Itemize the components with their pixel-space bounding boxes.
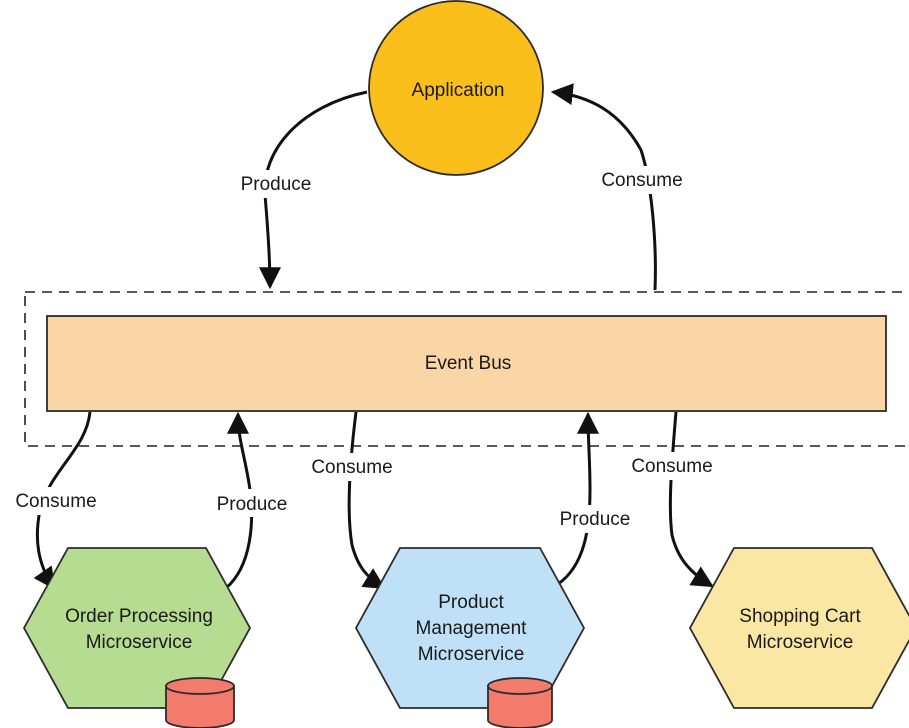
edge-product-consume-label: Consume (311, 457, 392, 478)
order-processing-label-line2: Microservice (86, 632, 193, 653)
edge-app-consume (550, 83, 657, 291)
edge-cart-consume-label-bg (620, 452, 724, 480)
edge-product-produce (557, 411, 600, 586)
edge-cart-consume-label: Consume (631, 456, 712, 477)
event-bus-boundary (24, 291, 909, 447)
edge-product-consume (347, 411, 386, 590)
application-label: Application (412, 80, 505, 101)
event-bus-label: Event Bus (425, 353, 512, 374)
shopping-cart-hexagon (688, 547, 909, 709)
event-bus-box (46, 315, 887, 412)
edge-order-produce-label: Produce (217, 494, 288, 515)
product-management-label-line1: Product (438, 592, 504, 613)
edge-cart-consume (668, 411, 714, 588)
edge-app-produce-label-bg (228, 170, 324, 198)
edge-app-produce-label: Produce (241, 174, 312, 195)
edge-app-consume-label-bg (589, 166, 695, 194)
edge-order-consume-label-bg (4, 487, 108, 515)
edge-product-produce-label-bg (547, 505, 643, 533)
application-node (368, 0, 544, 176)
edge-app-consume-label: Consume (601, 170, 682, 191)
product-management-label-line2: Management (416, 618, 528, 639)
order-processing-label-line1: Order Processing (65, 606, 213, 627)
product-management-label-line3: Microservice (418, 644, 525, 665)
product-management-database-icon (487, 677, 553, 728)
shopping-cart-label-line1: Shopping Cart (739, 606, 861, 627)
edge-order-consume-label: Consume (15, 491, 96, 512)
edge-product-consume-label-bg (300, 453, 404, 481)
edge-order-produce-label-bg (204, 489, 300, 517)
edge-product-produce-label: Produce (560, 509, 631, 530)
shopping-cart-label-line2: Microservice (747, 632, 854, 653)
order-processing-database-icon (165, 677, 235, 728)
